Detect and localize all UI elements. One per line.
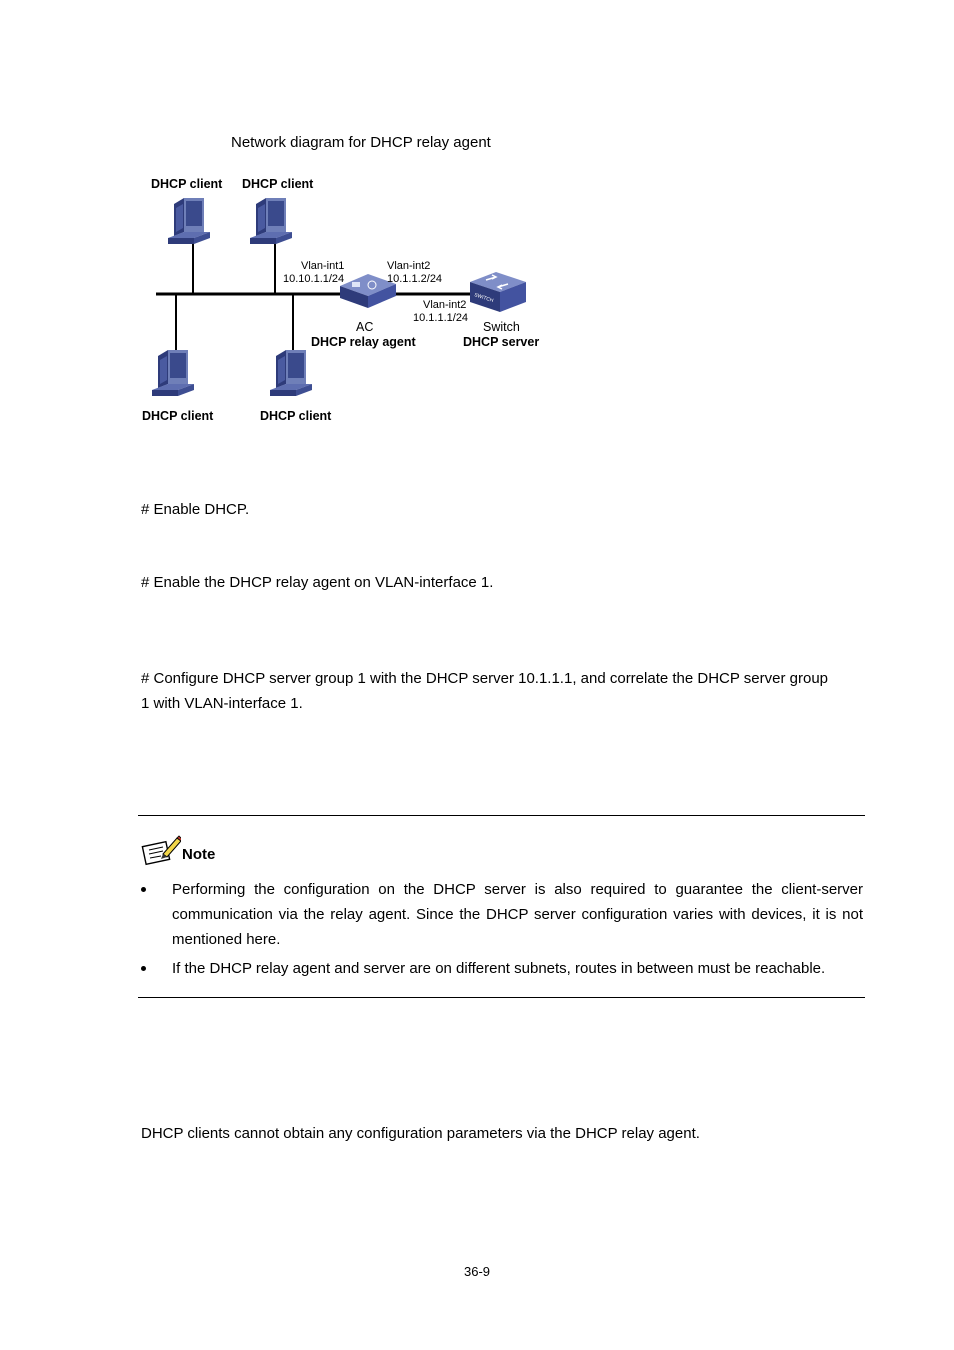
page-number: 36-9 <box>0 1264 954 1279</box>
computer-icon <box>152 350 194 396</box>
ac-vlan-int2-label: Vlan-int2 <box>387 260 430 272</box>
network-diagram-svg: SWITCH DHCP client DHCP client DHCP clie… <box>130 168 570 438</box>
vlan-int1-label: Vlan-int1 <box>301 260 344 272</box>
step-enable-relay: # Enable the DHCP relay agent on VLAN-in… <box>141 570 493 595</box>
dhcp-server-label: DHCP server <box>463 335 539 349</box>
note-top-rule <box>138 815 865 816</box>
figure-caption: Network diagram for DHCP relay agent <box>231 134 491 151</box>
ac-device-label: AC <box>356 320 373 334</box>
vlan-int1-ip: 10.10.1.1/24 <box>283 273 344 285</box>
note-bullet-item: If the DHCP relay agent and server are o… <box>141 956 863 981</box>
bullet-dot-icon <box>141 966 146 971</box>
client-label: DHCP client <box>142 409 214 423</box>
note-label: Note <box>182 846 215 863</box>
ac-vlan-int2-ip: 10.1.1.2/24 <box>387 273 442 285</box>
note-bullet-item: Performing the configuration on the DHCP… <box>141 877 863 952</box>
bullet-dot-icon <box>141 887 146 892</box>
step-configure-line2: 1 with VLAN-interface 1. <box>141 691 303 716</box>
switch-vlan-int2-label: Vlan-int2 <box>423 299 466 311</box>
switch-device-label: Switch <box>483 320 520 334</box>
computer-icon <box>270 350 312 396</box>
client-label: DHCP client <box>151 177 223 191</box>
note-bullet-list: Performing the configuration on the DHCP… <box>141 877 863 985</box>
computer-icon <box>250 198 292 244</box>
switch-vlan-int2-ip: 10.1.1.1/24 <box>413 312 468 324</box>
note-pencil-icon <box>141 834 181 866</box>
client-label: DHCP client <box>260 409 332 423</box>
symptom-text: DHCP clients cannot obtain any configura… <box>141 1121 700 1146</box>
relay-agent-label: DHCP relay agent <box>311 335 417 349</box>
note-bullet-text: Performing the configuration on the DHCP… <box>172 881 863 948</box>
step-configure-line1: # Configure DHCP server group 1 with the… <box>141 666 828 691</box>
note-bottom-rule <box>138 997 865 998</box>
switch-icon: SWITCH <box>470 272 526 312</box>
computer-icon <box>168 198 210 244</box>
client-label: DHCP client <box>242 177 314 191</box>
step-enable-dhcp: # Enable DHCP. <box>141 497 249 522</box>
network-diagram: SWITCH DHCP client DHCP client DHCP clie… <box>130 168 570 438</box>
note-bullet-text: If the DHCP relay agent and server are o… <box>172 960 825 977</box>
